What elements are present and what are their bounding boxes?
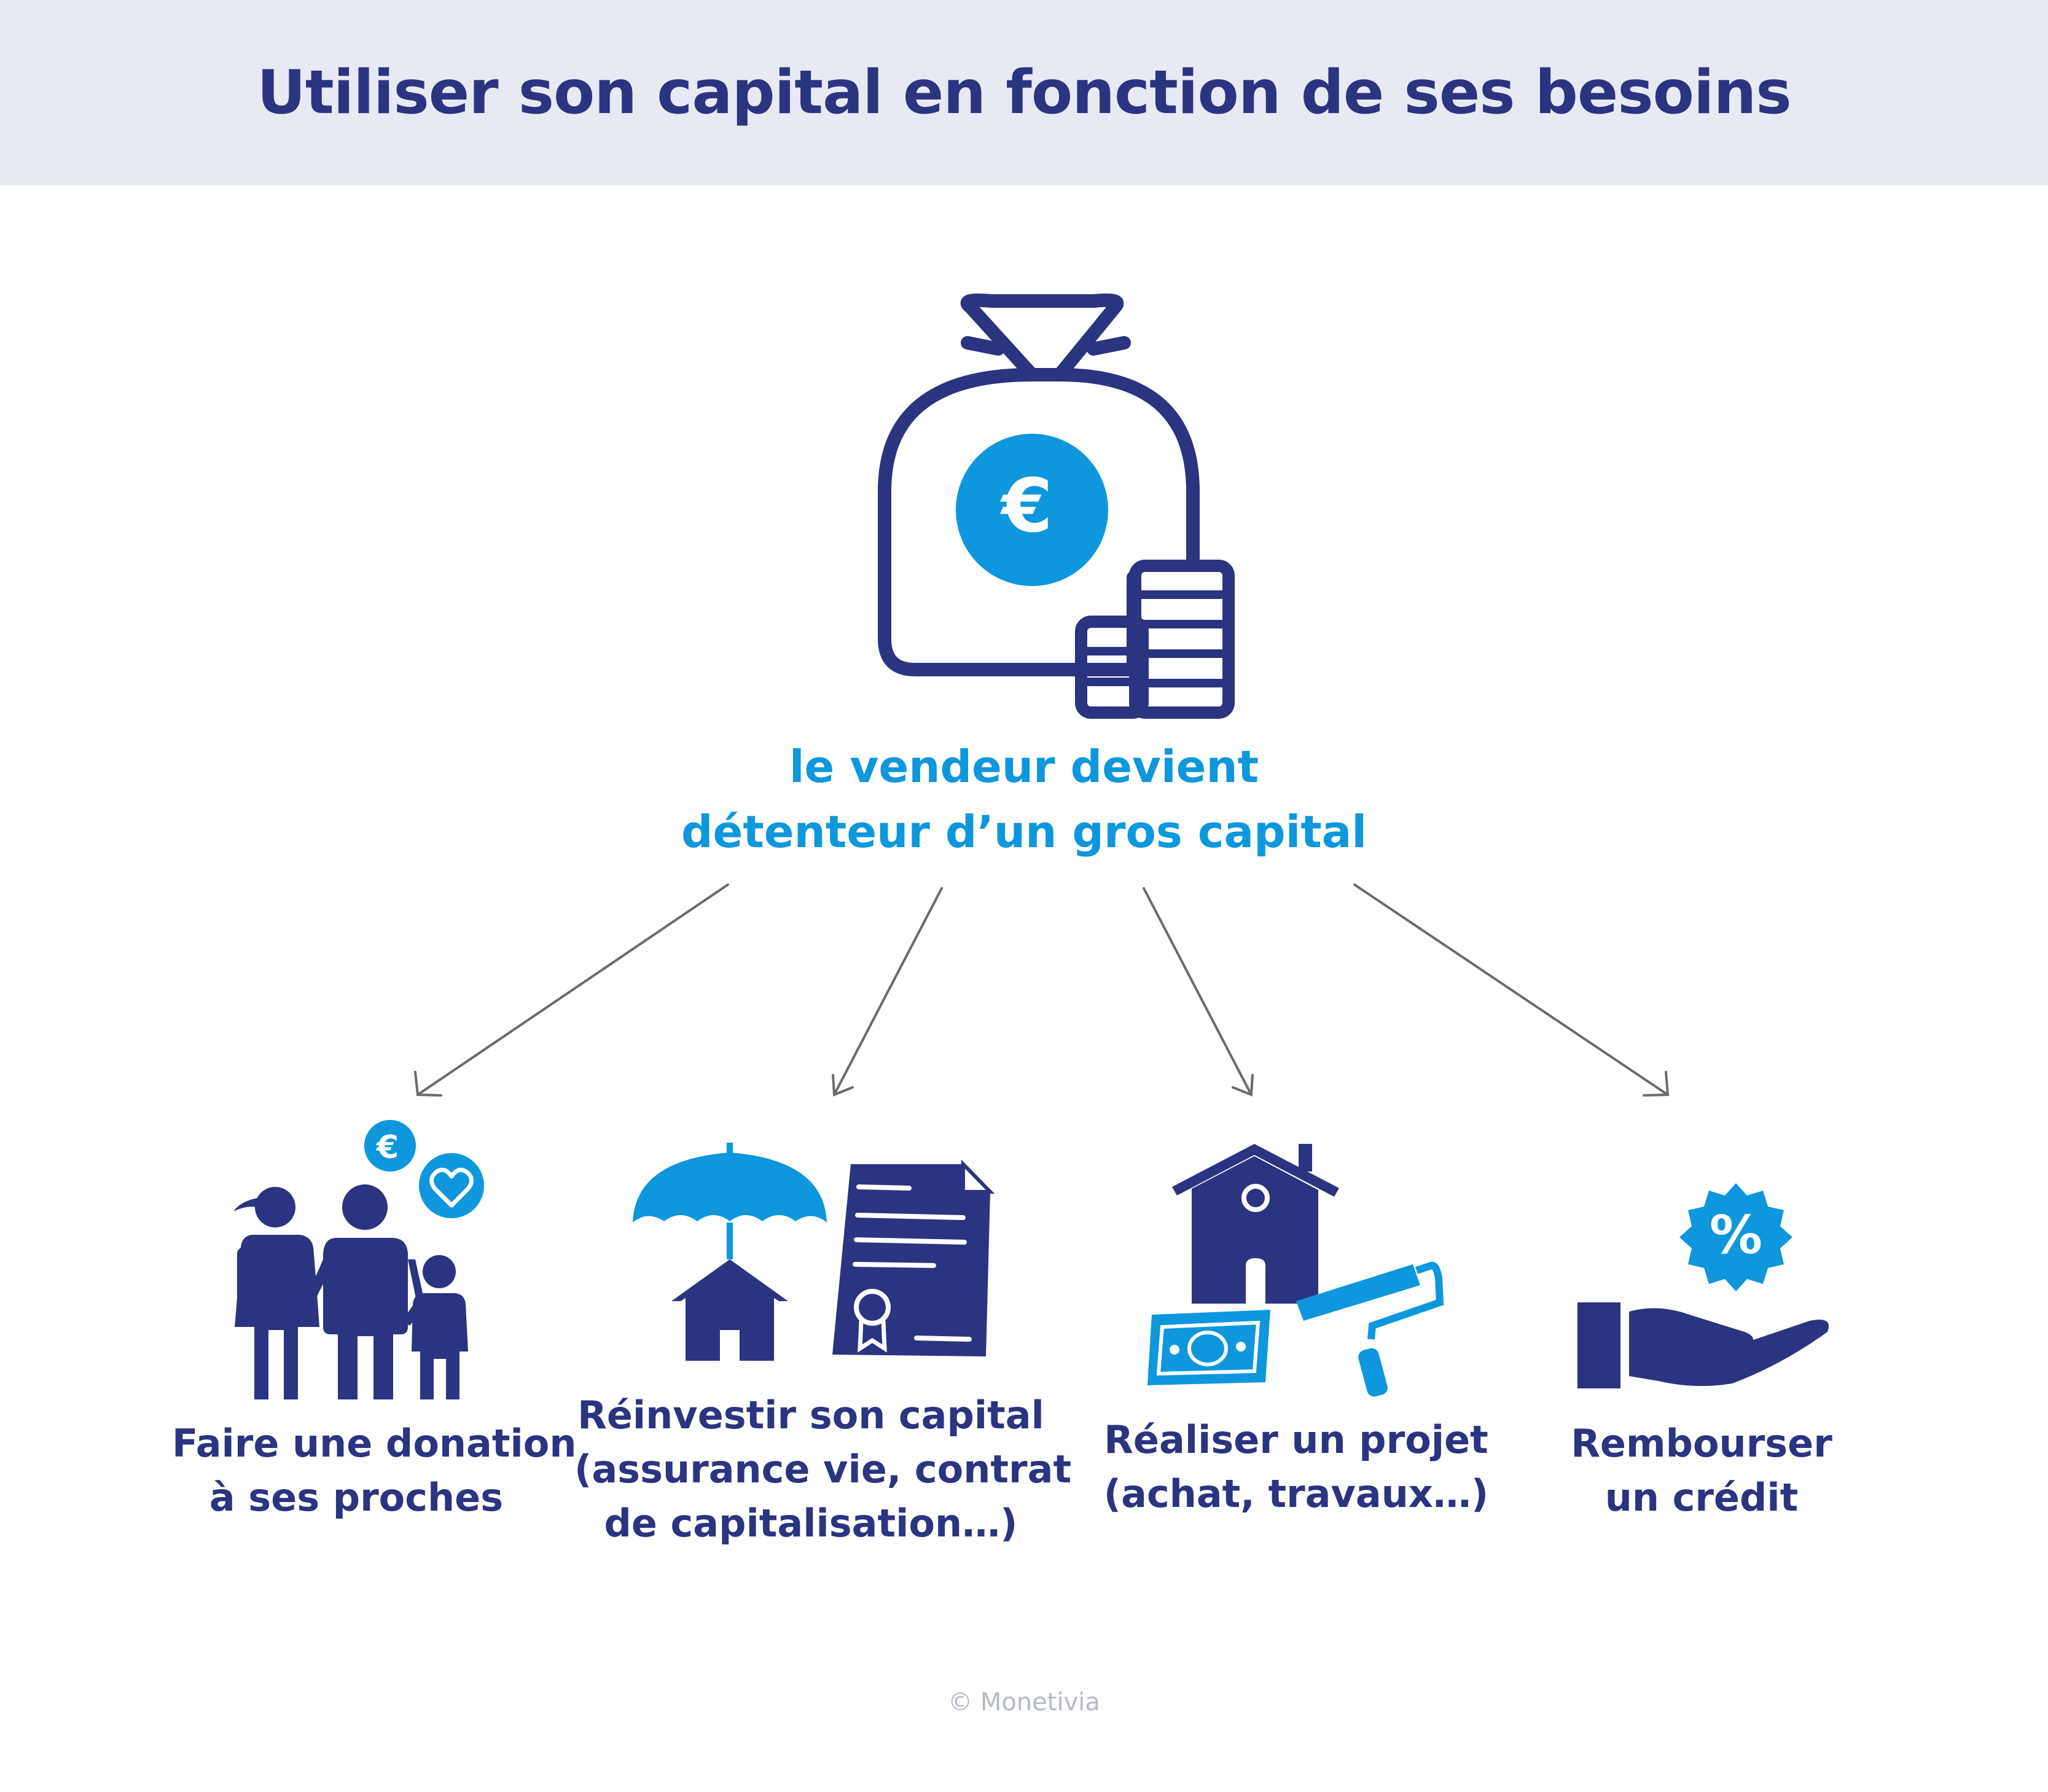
- arrow-to-donation: [414, 883, 729, 1097]
- credit-caption-line2: un crédit: [1604, 1475, 1799, 1520]
- money-bag-icon: [878, 293, 1235, 719]
- hand-icon: [1577, 1302, 1829, 1388]
- reinvest-caption-line1: Réinvestir son capital: [577, 1393, 1044, 1438]
- banknote-icon: [1147, 1310, 1270, 1385]
- project-caption: Réaliser un projet (achat, travaux…): [1100, 1413, 1493, 1521]
- center-caption-line1: le vendeur devient: [789, 741, 1259, 792]
- arrow-to-credit: [1353, 883, 1670, 1097]
- euro-badge: €: [956, 434, 1108, 586]
- contract-icon: [832, 1159, 995, 1356]
- header-banner: Utiliser son capital en fonction de ses …: [0, 0, 2048, 186]
- arrow-to-project: [1143, 887, 1254, 1097]
- family-icon: [233, 1184, 468, 1399]
- center-caption: le vendeur devient détenteur d’un gros c…: [0, 734, 2048, 864]
- house-icon: [1172, 1144, 1339, 1304]
- donation-caption-line2: à ses proches: [209, 1475, 504, 1520]
- donation-caption-line1: Faire une donation: [172, 1421, 577, 1466]
- umbrella-icon: [633, 1152, 827, 1223]
- percent-badge: %: [1679, 1183, 1792, 1291]
- house-icon: [671, 1259, 788, 1361]
- project-caption-line1: Réaliser un projet: [1104, 1417, 1488, 1462]
- credit-caption: Rembourser un crédit: [1548, 1417, 1855, 1525]
- donation-caption: Faire une donation à ses proches: [172, 1417, 577, 1525]
- heart-badge: [419, 1153, 484, 1218]
- copyright: © Monetivia: [948, 1688, 1100, 1716]
- reinvest-caption-line3: de capitalisation…): [604, 1501, 1018, 1546]
- paint-roller-icon: [1296, 1261, 1444, 1397]
- heart-icon: [429, 1167, 474, 1208]
- page-title: Utiliser son capital en fonction de ses …: [257, 58, 1791, 128]
- reinvest-caption: Réinvestir son capital (assurance vie, c…: [574, 1388, 1072, 1551]
- percent-symbol: %: [1710, 1205, 1762, 1266]
- project-icon: [1147, 1144, 1444, 1397]
- insurance-icon: [633, 1143, 995, 1361]
- project-caption-line2: (achat, travaux…): [1103, 1471, 1489, 1516]
- credit-icon: %: [1577, 1183, 1829, 1388]
- reinvest-caption-line2: (assurance vie, contrat: [574, 1447, 1072, 1492]
- arrow-to-reinvest: [832, 887, 943, 1097]
- credit-caption-line1: Rembourser: [1571, 1421, 1832, 1466]
- family-euro-badge: €: [364, 1120, 416, 1172]
- center-caption-line2: détenteur d’un gros capital: [681, 806, 1367, 858]
- euro-symbol: €: [376, 1129, 399, 1166]
- euro-symbol: €: [999, 464, 1053, 549]
